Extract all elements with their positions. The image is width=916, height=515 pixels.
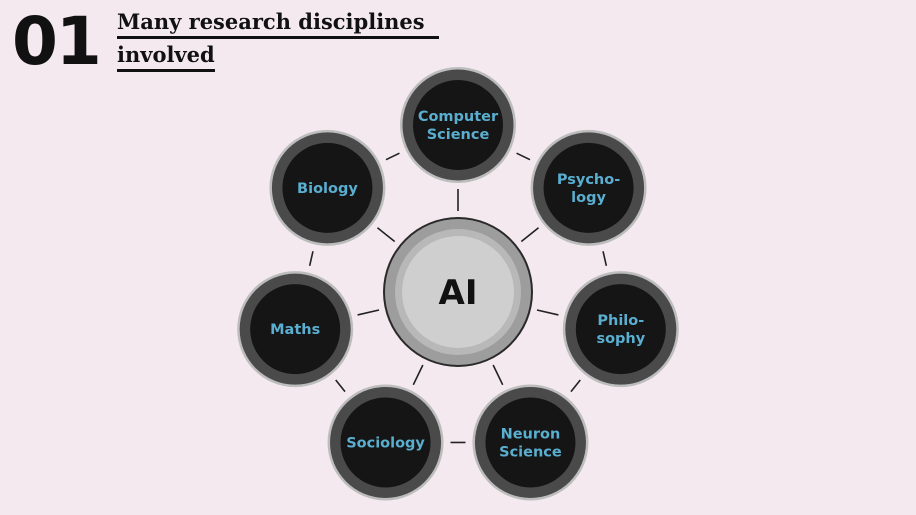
node-label-neuron-science: Science (499, 444, 562, 460)
node-disc (485, 397, 576, 488)
node-label-maths: Maths (270, 322, 320, 338)
spoke-line-sociology (412, 364, 424, 386)
node-label-neuron-science: Neuron (501, 426, 561, 442)
node-label-sociology: Sociology (346, 435, 425, 451)
node-label-computer-science: Computer (418, 109, 499, 125)
node-psychology: Psycho-logy (530, 129, 647, 246)
ring-line-maths (308, 251, 314, 266)
ring-line-psychology (602, 251, 608, 266)
spoke-line-biology (376, 227, 396, 243)
center-node: AI (383, 217, 533, 367)
center-label: AI (439, 273, 478, 313)
spoke-line-maths (357, 309, 380, 316)
section-title: Many research disciplines involved (117, 8, 439, 74)
discipline-nodes: ComputerSciencePsycho-logyPhilo-sophyNeu… (237, 67, 679, 501)
node-philosophy: Philo-sophy (562, 271, 679, 388)
node-disc (413, 80, 503, 170)
node-disc (543, 142, 634, 233)
node-label-psychology: logy (571, 190, 606, 206)
node-biology: Biology (269, 129, 386, 246)
section-title-line-1: Many research disciplines (117, 8, 439, 39)
ring-line-biology (385, 152, 400, 161)
node-label-computer-science: Science (427, 127, 490, 143)
ring-line-sociology (335, 379, 346, 393)
node-sociology: Sociology (327, 384, 444, 501)
spoke-line-philosophy (536, 309, 559, 316)
node-maths: Maths (237, 271, 354, 388)
node-label-philosophy: Philo- (597, 313, 644, 329)
node-disc (282, 142, 373, 233)
spoke-line-psychology (520, 227, 540, 243)
center-disc (402, 236, 514, 348)
connector-lines (308, 152, 608, 444)
ring-line-philosophy (570, 379, 581, 393)
section-title-line-2: involved (117, 41, 215, 72)
ring-line-computer-science (516, 152, 531, 161)
spoke-line-neuron-science (492, 364, 504, 386)
node-disc (340, 397, 431, 488)
node-disc (250, 284, 341, 375)
section-number: 01 (12, 3, 102, 80)
node-label-philosophy: sophy (596, 331, 645, 347)
node-label-psychology: Psycho- (557, 172, 620, 188)
node-label-biology: Biology (297, 181, 358, 197)
node-disc (575, 284, 666, 375)
